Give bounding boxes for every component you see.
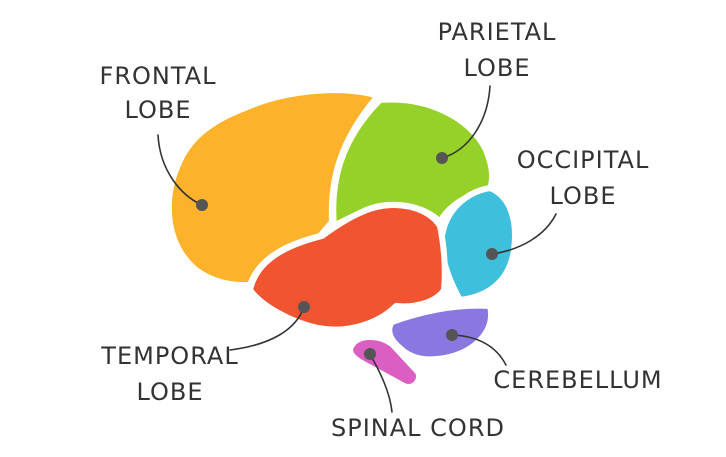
occipital-leader [491, 213, 557, 255]
occipital-dot [486, 248, 498, 260]
spinal-cord-label: SPINAL CORD [331, 414, 505, 442]
occipital-lobe-region [438, 185, 518, 303]
cerebellum-leader [451, 334, 507, 366]
frontal-dot [196, 199, 208, 211]
parietal-dot [436, 152, 448, 164]
occipital-label-line2: LOBE [549, 182, 616, 210]
temporal-label-line1: TEMPORAL [100, 342, 238, 370]
frontal-label-line1: FRONTAL [100, 62, 217, 90]
occipital-label-line1: OCCIPITAL [517, 146, 650, 174]
frontal-leader [157, 134, 203, 206]
temporal-leader [229, 306, 305, 351]
parietal-leader [441, 85, 491, 159]
temporal-lobe-region [247, 202, 448, 333]
cerebellum-region [386, 302, 495, 363]
frontal-label-line2: LOBE [124, 96, 191, 124]
parietal-label-line2: LOBE [463, 54, 530, 82]
temporal-label-line2: LOBE [136, 378, 203, 406]
temporal-dot [298, 301, 310, 313]
cerebellum-label: CEREBELLUM [493, 366, 662, 394]
spinal-dot [364, 348, 376, 360]
cerebellum-dot [446, 329, 458, 341]
parietal-label-line1: PARIETAL [438, 18, 557, 46]
